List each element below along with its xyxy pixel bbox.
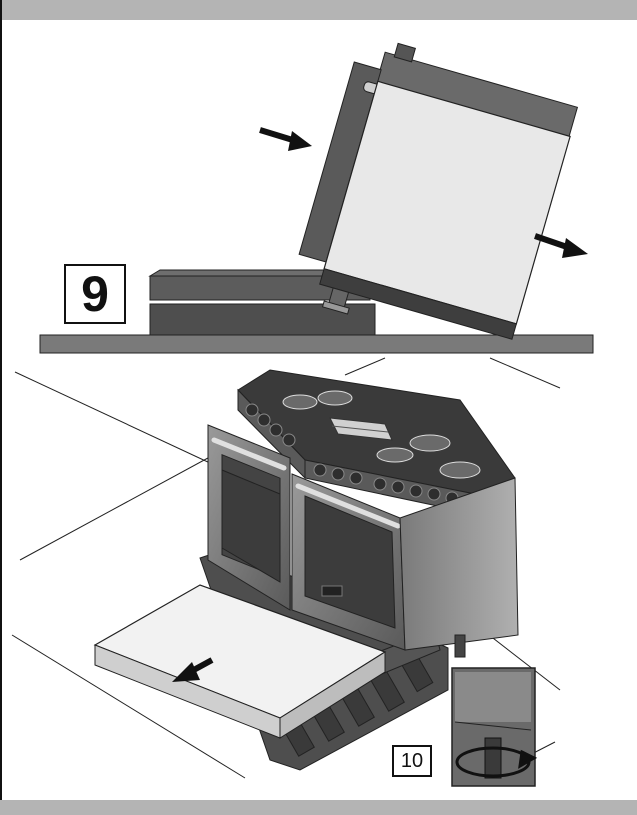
step-number-9: 9: [64, 264, 126, 324]
page-edge-rule: [0, 0, 2, 815]
footer-band: [0, 800, 637, 815]
range-upright: [207, 369, 519, 658]
step-10-figure: [11, 357, 561, 787]
push-arrow-icon: [259, 127, 312, 151]
step-number-10: 10: [392, 745, 432, 777]
floor-lines: [11, 357, 561, 779]
pull-arrow-icon: [534, 233, 588, 258]
pallet: [148, 269, 376, 336]
slide-out-arrow-icon: [172, 657, 214, 682]
leg-detail-inset: [451, 667, 538, 787]
leg-rotate-icon: [455, 746, 538, 778]
cardboard-sheet: [93, 584, 387, 739]
header-band: [0, 0, 637, 20]
range-tilted: [298, 42, 579, 340]
step-9-figure: [39, 42, 594, 354]
